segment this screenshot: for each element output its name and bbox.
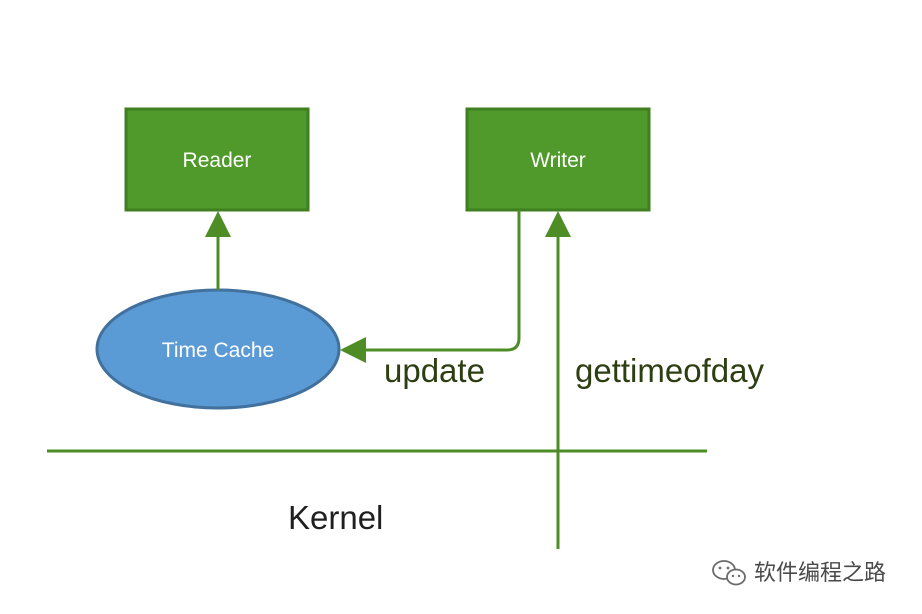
cache-to-reader-arrow [205,211,231,290]
update-arrow: update [340,210,521,389]
writer-label: Writer [530,149,586,172]
reader-box [124,107,310,212]
update-line [366,210,521,352]
update-label: update [384,352,485,389]
writer-box [465,107,651,212]
reader-node: Reader [124,107,310,212]
cache-to-reader-arrowhead [205,211,231,237]
kernel-label: Kernel [288,499,383,536]
watermark-text: 软件编程之路 [754,561,886,586]
gettimeofday-label: gettimeofday [575,352,764,389]
gettimeofday-arrow: gettimeofday [545,211,764,549]
reader-label: Reader [183,149,252,172]
update-arrowhead [340,337,366,363]
time-cache-label: Time Cache [162,339,274,362]
watermark: 软件编程之路 [712,560,886,586]
wechat-icon [712,560,746,586]
writer-node: Writer [465,107,651,212]
gettimeofday-arrowhead [545,211,571,237]
time-cache-node: Time Cache [95,288,341,410]
